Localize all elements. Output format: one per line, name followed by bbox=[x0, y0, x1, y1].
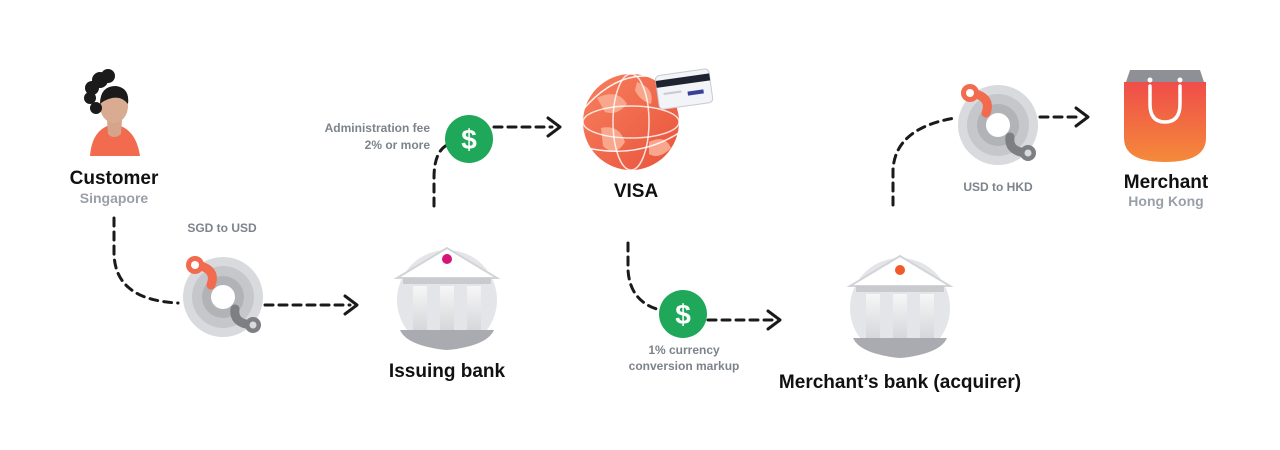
dollar-coin-icon: $ bbox=[659, 290, 707, 338]
merchant-title: Merchant bbox=[1123, 172, 1209, 193]
usd-to-hkd-label: USD to HKD bbox=[963, 180, 1033, 194]
connector-issuing-bank-to-fee bbox=[432, 143, 449, 208]
currency-markup-line1: 1% currency bbox=[648, 343, 720, 357]
connector-fee-to-visa bbox=[492, 116, 562, 138]
currency-conversion-dial-icon bbox=[183, 256, 263, 337]
connector-merchant-bank-to-conversion bbox=[891, 116, 957, 207]
bank-building-icon bbox=[846, 254, 954, 358]
visa-title: VISA bbox=[613, 181, 659, 202]
bank-building-icon bbox=[393, 246, 501, 350]
globe-card-icon bbox=[580, 68, 714, 171]
connector-visa-to-markup-fee bbox=[626, 241, 662, 312]
merchant-subtitle: Hong Kong bbox=[1128, 193, 1204, 209]
admin-fee-line1: Administration fee bbox=[324, 121, 430, 135]
sgd-to-usd-label: SGD to USD bbox=[187, 221, 257, 235]
currency-conversion-dial-icon bbox=[958, 84, 1038, 165]
issuing-bank-title: Issuing bank bbox=[388, 361, 506, 382]
svg-text:$: $ bbox=[461, 124, 477, 155]
connector-conversion-to-merchant bbox=[1038, 106, 1090, 128]
customer-title: Customer bbox=[69, 168, 159, 189]
admin-fee-line2: 2% or more bbox=[364, 138, 430, 152]
connector-conversion-to-issuing-bank bbox=[263, 294, 359, 316]
svg-text:$: $ bbox=[675, 299, 691, 330]
dollar-coin-icon: $ bbox=[445, 115, 493, 163]
merchant-bank-title: Merchant’s bank (acquirer) bbox=[778, 372, 1022, 393]
shopping-bag-icon bbox=[1124, 70, 1206, 162]
connector-customer-to-conversion bbox=[112, 216, 180, 305]
connector-markup-fee-to-merchant-bank bbox=[706, 309, 782, 331]
currency-markup-line2: conversion markup bbox=[628, 359, 740, 373]
person-icon bbox=[84, 69, 140, 156]
customer-subtitle: Singapore bbox=[79, 190, 149, 206]
